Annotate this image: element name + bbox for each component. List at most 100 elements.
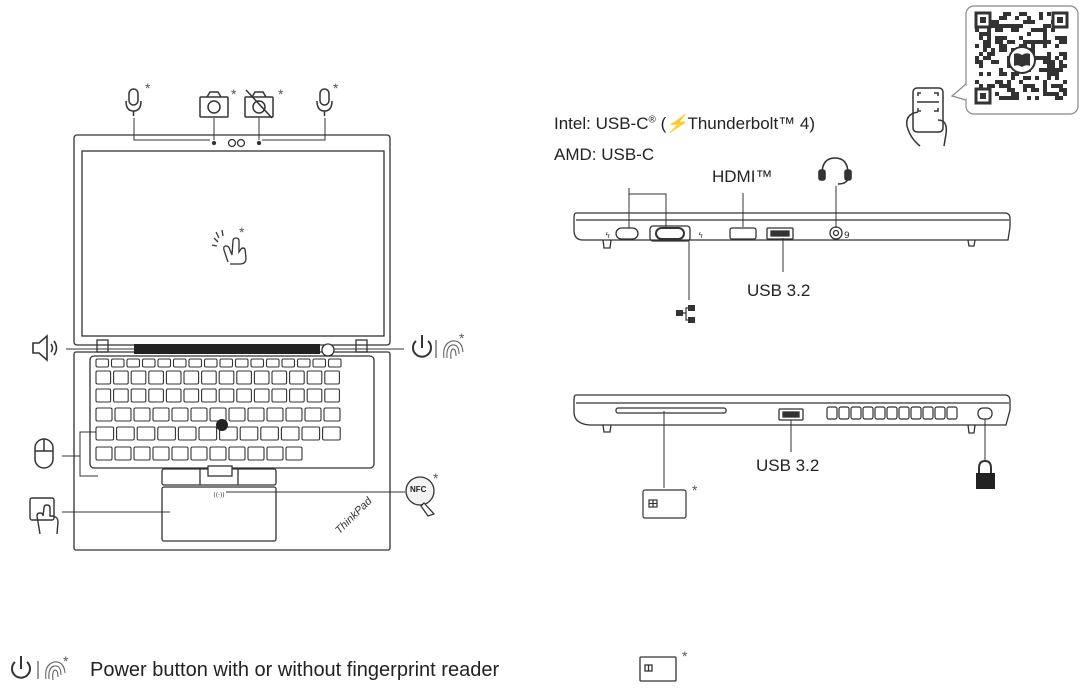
keyboard-key <box>219 358 234 368</box>
qr-cell <box>1003 24 1007 28</box>
svg-text:((·)): ((·)) <box>213 492 224 499</box>
qr-cell <box>999 36 1003 40</box>
qr-cell <box>1047 24 1051 28</box>
qr-cell <box>1055 72 1059 76</box>
qr-cell <box>999 96 1003 100</box>
keyboard-key <box>198 426 218 441</box>
qr-cell <box>1031 20 1035 24</box>
keyboard-key <box>130 370 147 385</box>
qr-cell <box>1047 52 1051 56</box>
qr-cell <box>1059 64 1063 68</box>
qr-cell <box>975 60 979 64</box>
qr-cell <box>987 36 991 40</box>
qr-cell <box>979 72 983 76</box>
qr-cell <box>1003 12 1007 16</box>
qr-cell <box>983 32 987 36</box>
qr-cell <box>1055 96 1059 100</box>
keyboard-key <box>271 370 288 385</box>
keyboard-key <box>171 407 189 422</box>
speaker-icon <box>32 334 58 362</box>
qr-cell <box>1011 92 1015 96</box>
qr-cell <box>995 80 999 84</box>
qr-cell <box>1003 36 1007 40</box>
touch-screen-icon <box>211 229 247 265</box>
power-icon <box>412 335 432 358</box>
qr-cell <box>991 20 995 24</box>
qr-cell <box>979 84 983 88</box>
nfc-label: NFC <box>410 485 427 494</box>
qr-cell <box>1063 80 1067 84</box>
vent-slot <box>874 406 886 420</box>
keyboard-key <box>95 370 112 385</box>
qr-cell <box>1011 76 1015 80</box>
keyboard-key <box>306 370 323 385</box>
keyboard-key <box>250 358 265 368</box>
headset-icon <box>818 157 852 185</box>
qr-cell <box>1059 36 1063 40</box>
keyboard-key <box>130 388 147 403</box>
vent-slot <box>946 406 958 420</box>
qr-cell <box>999 28 1003 32</box>
qr-cell <box>999 80 1003 84</box>
keyboard-key <box>236 388 252 403</box>
qr-cell <box>1023 40 1027 44</box>
keyboard-key <box>190 407 208 422</box>
qr-cell <box>1007 24 1011 28</box>
keyboard-key <box>190 446 208 461</box>
qr-cell <box>1043 36 1047 40</box>
qr-cell <box>991 48 995 52</box>
svg-text:ϟ: ϟ <box>698 231 703 240</box>
keyboard-key <box>247 407 265 422</box>
keyboard-key <box>201 370 217 385</box>
optional-mark: * <box>145 80 151 96</box>
keyboard-key <box>285 446 303 461</box>
usb32-label-left-side: USB 3.2 <box>747 281 811 300</box>
qr-cell <box>1047 60 1051 64</box>
qr-cell <box>1059 84 1063 88</box>
keyboard-key <box>152 446 170 461</box>
qr-cell <box>1039 40 1043 44</box>
qr-cell <box>1031 28 1035 32</box>
qr-cell <box>999 48 1003 52</box>
qr-cell <box>987 72 991 76</box>
keyboard-key <box>114 446 132 461</box>
amd-port-label: AMD: USB-C <box>554 145 655 164</box>
qr-cell <box>1043 80 1047 84</box>
qr-cell <box>1063 36 1067 40</box>
optional-mark: * <box>63 653 69 669</box>
keyboard-key <box>126 358 141 368</box>
vent-slot <box>850 406 862 420</box>
qr-cell <box>1035 76 1039 80</box>
qr-cell <box>1039 56 1043 60</box>
keyboard-key <box>141 358 156 368</box>
qr-cell <box>1059 52 1063 56</box>
keyboard-key <box>136 426 156 441</box>
qr-cell <box>999 84 1003 88</box>
qr-cell <box>987 28 991 32</box>
qr-cell <box>987 52 991 56</box>
brand-logo: ThinkPad <box>333 495 375 537</box>
qr-cell <box>1015 28 1019 32</box>
qr-cell <box>1043 44 1047 48</box>
qr-cell <box>1015 72 1019 76</box>
optional-mark: * <box>692 482 698 498</box>
qr-cell <box>1011 28 1015 32</box>
qr-cell <box>1047 12 1051 16</box>
qr-cell <box>1003 48 1007 52</box>
qr-cell <box>987 32 991 36</box>
qr-cell <box>1047 92 1051 96</box>
qr-cell <box>1043 84 1047 88</box>
vent-slot <box>838 406 850 420</box>
qr-cell <box>987 84 991 88</box>
qr-cell <box>1015 24 1019 28</box>
qr-cell <box>995 24 999 28</box>
qr-cell <box>1023 20 1027 24</box>
qr-cell <box>1003 72 1007 76</box>
qr-cell <box>999 16 1003 20</box>
qr-cell <box>1019 24 1023 28</box>
keyboard-key <box>322 426 341 441</box>
qr-cell <box>1019 36 1023 40</box>
optional-mark: * <box>278 86 284 102</box>
mouse-icon <box>34 438 54 469</box>
optional-mark: * <box>433 470 439 486</box>
